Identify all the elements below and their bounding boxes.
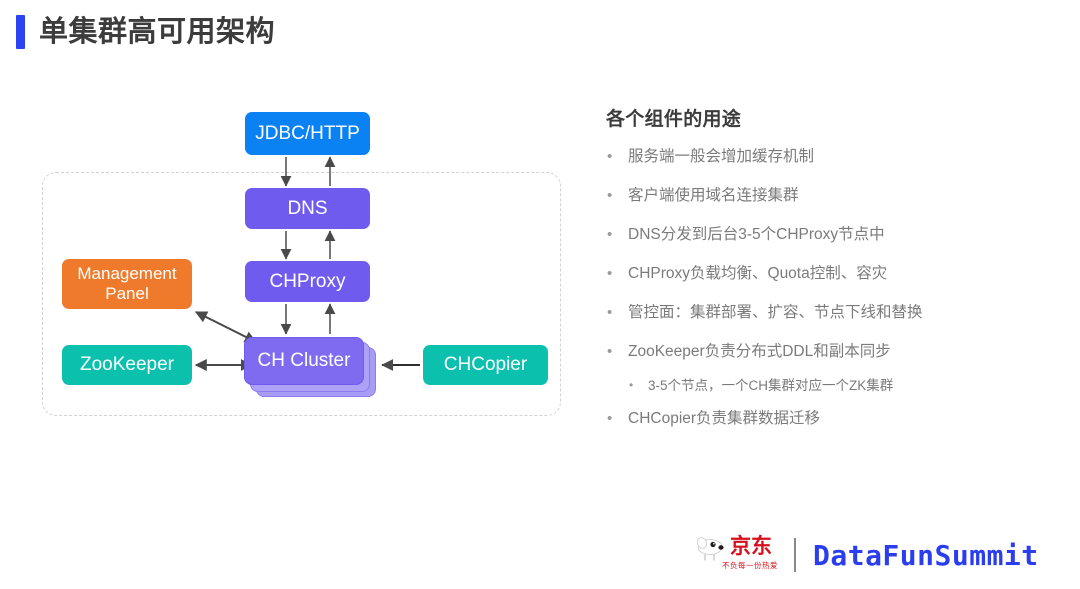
list-item-text: 管控面：集群部署、扩容、节点下线和替换 [628,303,923,321]
logo-divider [794,538,796,572]
list-item: • CHProxy负载均衡、Quota控制、容灾 [604,264,1024,285]
diagram-node-management-panel[interactable]: Management Panel [62,259,192,309]
list-item-text: 服务端一般会增加缓存机制 [628,148,815,165]
list-item-text: DNS分发到后台3-5个CHProxy节点中 [628,225,885,243]
slide-title-row: 单集群高可用架构 [16,10,275,54]
diagram-node-dns[interactable]: DNS [245,188,370,229]
architecture-diagram: JDBC/HTTP DNS CHProxy Management Panel Z… [0,0,600,470]
list-item-text: CHProxy负载均衡、Quota控制、容灾 [628,264,888,282]
bullet-marker-icon: • [607,225,613,243]
notes-heading: 各个组件的用途 [606,109,742,130]
bullet-marker-icon: • [607,264,613,282]
ch-cluster-label: CH Cluster [244,337,364,385]
diagram-node-chproxy[interactable]: CHProxy [245,261,370,302]
cluster-boundary-dashed-box [42,172,561,416]
list-item: • CHCopier负责集群数据迁移 [604,409,1024,430]
list-item-text: 3-5个节点，一个CH集群对应一个ZK集群 [648,377,894,393]
list-item-text: 客户端使用域名连接集群 [628,186,799,204]
list-item: • ZooKeeper负责分布式DDL和副本同步 [604,342,1024,363]
title-accent-bar [16,15,25,49]
list-item-sub: • 3-5个节点，一个CH集群对应一个ZK集群 [626,377,1024,395]
jd-logo: 京东 不负每一份热爱 [697,533,785,577]
list-item: • 客户端使用域名连接集群 [604,186,1024,207]
bullet-marker-icon: • [629,377,634,392]
bullet-marker-icon: • [607,303,613,321]
bullet-marker-icon: • [607,409,613,427]
list-item: • DNS分发到后台3-5个CHProxy节点中 [604,225,1024,246]
jd-tagline: 不负每一份热爱 [722,561,778,570]
footer-logos: 京东 不负每一份热爱 DataFunSummit [697,532,1039,578]
diagram-node-jdbc-http[interactable]: JDBC/HTTP [245,112,370,155]
list-item-text: ZooKeeper负责分布式DDL和副本同步 [628,342,891,360]
component-usage-notes: 各个组件的用途 • 服务端一般会增加缓存机制 • 客户端使用域名连接集群 • D… [604,104,1024,448]
bullet-marker-icon: • [607,186,613,204]
page-title: 单集群高可用架构 [39,15,276,48]
jd-wordmark: 京东 [730,535,772,558]
diagram-node-ch-cluster[interactable]: CH Cluster [244,337,376,397]
bullet-marker-icon: • [607,148,613,165]
diagram-node-chcopier[interactable]: CHCopier [423,345,548,385]
list-item-text: CHCopier负责集群数据迁移 [628,409,821,427]
list-item: • 管控面：集群部署、扩容、节点下线和替换 [604,303,1024,324]
datafunsummit-wordmark: DataFunSummit [813,538,1039,572]
jd-dog-mascot-icon [697,537,724,561]
bullet-marker-icon: • [607,342,613,360]
list-item: • 服务端一般会增加缓存机制 [604,147,1024,168]
diagram-node-zookeeper[interactable]: ZooKeeper [62,345,192,385]
